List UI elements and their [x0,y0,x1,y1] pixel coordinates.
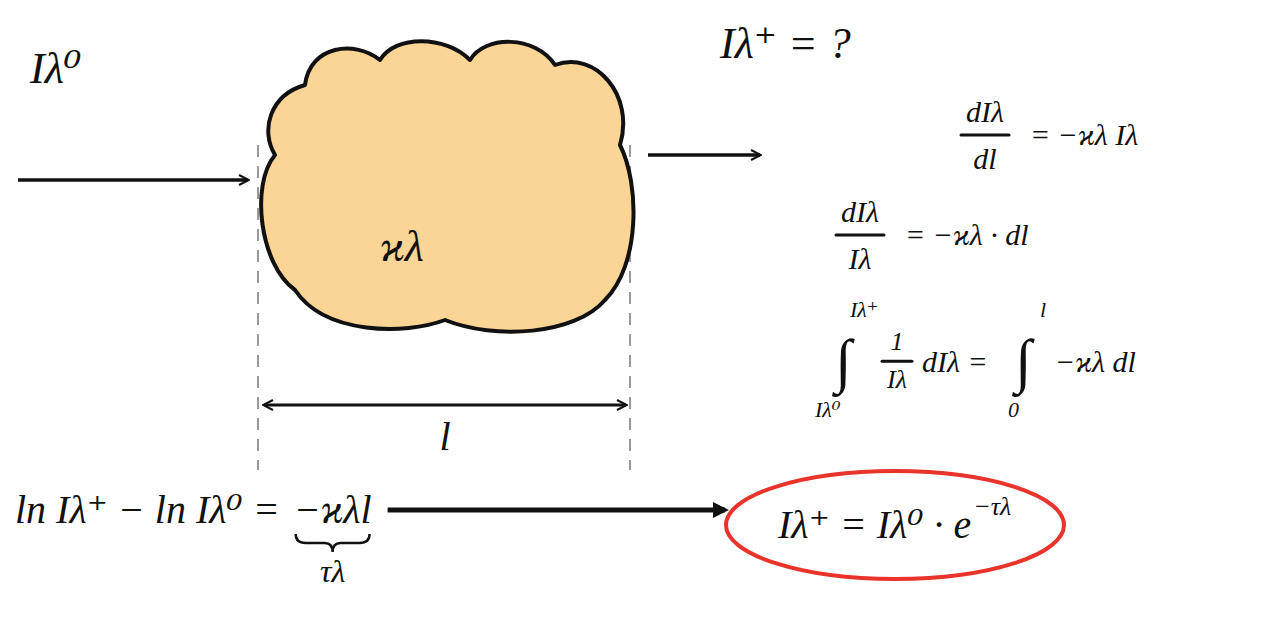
label-holder: −ϰλ dl [1055,345,1136,378]
incoming-arrow [18,178,248,182]
label-holder: ∫ [1015,328,1031,394]
result-ellipse: Iλ⁺ = Iλ⁰ · e−τλ [723,468,1067,582]
cloud-outline [255,35,640,335]
equation-rhs: = −ϰλ · dl [905,218,1029,251]
numerator: dIλ [966,95,1004,128]
label-holder: −ϰλl [294,488,372,532]
label-holder: Iλ⁺ [850,298,878,322]
label-holder: l [1040,298,1046,322]
denominator: Iλ [849,242,872,275]
label-holder: dIλ = [922,345,988,378]
label-holder: dIλ [841,195,879,228]
label-holder: ln Iλ⁺ − ln Iλ⁰ = [15,488,280,532]
label-holder: Iλ⁰ [815,398,841,422]
medium-cloud: ϰλ [255,35,640,335]
label-holder: τλ [320,554,345,589]
numerator: 1 [891,328,904,357]
dimension-arrow [264,404,626,407]
fraction-bar [882,360,912,363]
numerator: dIλ [841,195,879,228]
node-content: Iλ⁺ = Iλ⁰ · e−τλ [723,468,1067,582]
upper-limit: l [1040,298,1046,322]
fraction-bar [961,134,1009,137]
upper-limit: Iλ⁺ [850,298,878,322]
node-text: Iλ⁺ = Iλ⁰ · e [778,503,971,547]
intensity-in: Iλ⁰ [30,45,81,93]
dashed-guide [257,145,259,470]
integral-sign: ∫ [835,328,851,394]
label-holder: ∫ [835,328,851,394]
node-content: ϰλ [255,35,640,271]
red-ellipse [726,471,1064,579]
equation-part: −ϰλ dl [1055,345,1136,378]
underbrace [296,534,370,552]
intensity-out: Iλ⁺ = ? [720,20,851,68]
cloud-shape [261,41,633,331]
label-holder: Iλ⁰ [30,45,81,93]
exponent-text: −τλ [973,493,1011,522]
equation-rhs: = −ϰλ Iλ [1030,118,1138,151]
denominator: Iλ [887,366,907,395]
label-holder: l [439,415,450,459]
optical-depth: τλ [320,554,345,589]
label-holder: = −ϰλ · dl [905,218,1029,251]
equation-part: dIλ = [922,345,988,378]
label-holder: Iλ⁺ = ? [720,20,851,68]
implies-arrow [388,508,725,513]
label-holder: 0 [1008,398,1019,422]
outgoing-arrow [648,153,760,157]
equation-lhs: ln Iλ⁺ − ln Iλ⁰ = [15,488,280,532]
length-label: l [439,415,450,459]
equation-rhs: −ϰλl [294,488,372,532]
node-text: ϰλ [380,223,424,271]
label-holder: dIλ [966,95,1004,128]
integral-sign: ∫ [1015,328,1031,394]
fraction-bar [836,234,884,237]
lower-limit: Iλ⁰ [815,398,841,422]
denominator: dl [973,142,996,175]
label-holder: Iλ [849,242,872,275]
label-holder: 1 [891,328,904,357]
label-holder: = −ϰλ Iλ [1030,118,1138,151]
label-holder: dl [973,142,996,175]
label-holder: Iλ [887,366,907,395]
lower-limit: 0 [1008,398,1019,422]
